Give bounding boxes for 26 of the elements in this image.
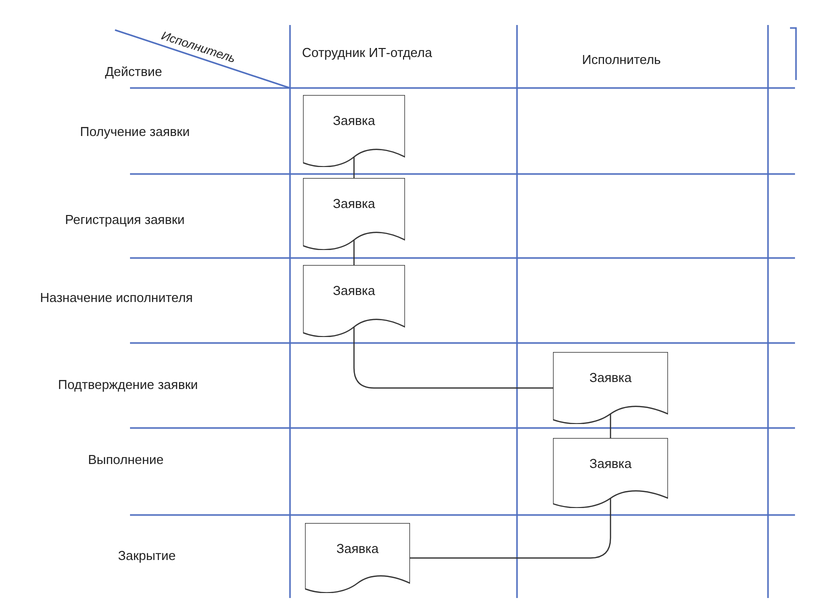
row-label: Получение заявки bbox=[80, 124, 190, 139]
row-label: Назначение исполнителя bbox=[40, 290, 193, 305]
row-label: Закрытие bbox=[118, 548, 176, 563]
document-label: Заявка bbox=[332, 283, 376, 298]
document-label: Заявка bbox=[332, 113, 376, 128]
connector-line bbox=[410, 498, 612, 559]
document-label: Заявка bbox=[588, 370, 633, 385]
document-shape bbox=[303, 95, 405, 167]
document-shape bbox=[303, 178, 405, 250]
column-header: Сотрудник ИТ-отдела bbox=[302, 45, 432, 60]
row-label: Подтверждение заявки bbox=[58, 377, 198, 392]
document-shape bbox=[303, 265, 405, 337]
document-label: Заявка bbox=[588, 456, 633, 471]
connector-line bbox=[353, 240, 355, 265]
row-label: Выполнение bbox=[88, 452, 164, 467]
document-shape bbox=[305, 523, 410, 593]
document-shape bbox=[553, 352, 668, 424]
row-label: Регистрация заявки bbox=[65, 212, 185, 227]
connector-line bbox=[353, 156, 355, 178]
document-label: Заявка bbox=[332, 196, 376, 211]
document-label: Заявка bbox=[335, 541, 380, 556]
row-header: Действие bbox=[105, 64, 162, 79]
connector-line bbox=[610, 414, 612, 438]
document-shape bbox=[553, 438, 668, 508]
connector-line bbox=[353, 326, 553, 389]
column-header: Исполнитель bbox=[582, 52, 661, 67]
